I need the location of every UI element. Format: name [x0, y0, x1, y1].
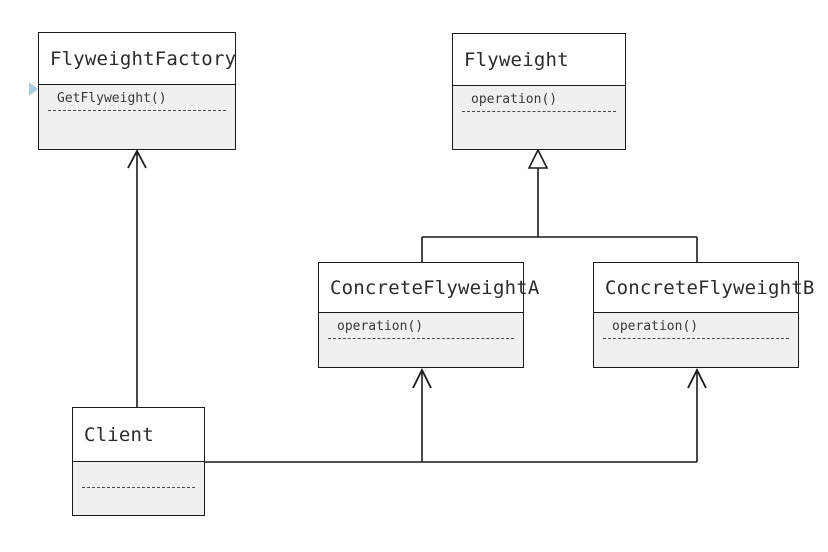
class-box-concrete-flyweight-a[interactable]: ConcreteFlyweightA operation(): [318, 262, 539, 368]
class-member: GetFlyweight(): [57, 91, 167, 106]
member-separator: [462, 111, 616, 112]
member-separator: [82, 487, 195, 488]
class-members-compartment: operation(): [453, 86, 625, 149]
class-members-compartment: operation(): [319, 313, 523, 367]
member-separator: [48, 110, 226, 111]
class-name-compartment: ConcreteFlyweightB: [594, 263, 814, 313]
class-name-compartment: ConcreteFlyweightA: [319, 263, 539, 313]
class-box-concrete-flyweight-b[interactable]: ConcreteFlyweightB operation(): [593, 262, 814, 368]
edge-client-to-flyweight-factory[interactable]: [127, 149, 147, 407]
collapse-expand-marker-icon[interactable]: [29, 82, 38, 96]
class-box-flyweight-factory[interactable]: FlyweightFactory GetFlyweight(): [38, 32, 236, 150]
edge-client-to-concrete-flyweights[interactable]: [205, 367, 707, 463]
class-name-compartment: Client: [73, 408, 204, 462]
class-members-compartment: GetFlyweight(): [39, 85, 235, 149]
class-name-label: Client: [84, 423, 154, 446]
class-member: operation(): [612, 319, 699, 334]
class-name-label: ConcreteFlyweightA: [330, 276, 540, 299]
class-name-compartment: FlyweightFactory: [39, 33, 237, 85]
member-separator: [328, 338, 514, 339]
class-member: operation(): [337, 319, 424, 334]
class-name-compartment: Flyweight: [453, 34, 625, 86]
class-members-compartment: operation(): [594, 313, 798, 367]
class-name-label: FlyweightFactory: [50, 47, 237, 70]
member-separator: [603, 338, 789, 339]
class-members-compartment: [73, 462, 204, 515]
edge-generalization-tree[interactable]: [421, 148, 698, 262]
class-box-flyweight[interactable]: Flyweight operation(): [452, 33, 626, 150]
class-name-label: ConcreteFlyweightB: [605, 276, 815, 299]
class-box-client[interactable]: Client: [72, 407, 205, 516]
class-member: operation(): [471, 92, 558, 107]
class-name-label: Flyweight: [464, 48, 569, 71]
